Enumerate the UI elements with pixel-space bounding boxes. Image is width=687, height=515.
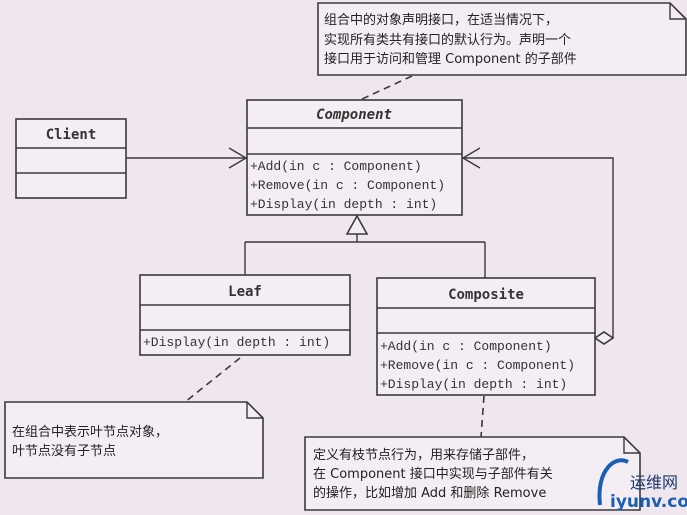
class-name: Composite: [448, 287, 524, 303]
component-note: 组合中的对象声明接口，在适当情况下， 实现所有类共有接口的默认行为。声明一个 接…: [317, 2, 687, 76]
class-name: Component: [316, 107, 392, 123]
note-line: 实现所有类共有接口的默认行为。声明一个: [324, 32, 571, 48]
operation: +Add(in c : Component): [250, 159, 422, 174]
association-arrow: [126, 147, 248, 169]
class-client: Client: [15, 118, 127, 199]
watermark-cn: 运维网: [630, 473, 678, 492]
aggregation-arrow: [461, 147, 615, 345]
note-anchor-line: [480, 395, 485, 438]
note-anchor-line: [184, 357, 241, 403]
note-anchor-line: [359, 75, 413, 101]
watermark-logo: 运维网 iyunv.com: [597, 458, 687, 512]
aggregation-diamond-icon: [593, 331, 615, 345]
operation: +Display(in depth : int): [143, 335, 330, 350]
note-line: 在 Component 接口中实现与子部件有关: [313, 466, 553, 482]
note-line: 组合中的对象声明接口，在适当情况下，: [324, 12, 558, 28]
class-name: Leaf: [228, 284, 262, 300]
class-name: Client: [46, 127, 97, 143]
class-leaf: Leaf +Display(in depth : int): [139, 274, 351, 356]
operation: +Remove(in c : Component): [250, 178, 445, 193]
operation: +Display(in depth : int): [380, 377, 567, 392]
composite-note: 定义有枝节点行为，用来存储子部件， 在 Component 接口中实现与子部件有…: [304, 436, 641, 511]
note-line: 接口用于访问和管理 Component 的子部件: [324, 51, 577, 67]
operation: +Add(in c : Component): [380, 339, 552, 354]
watermark-en: iyunv.com: [610, 492, 687, 512]
note-line: 叶节点没有子节点: [12, 444, 116, 459]
watermark-swoosh-icon: [597, 458, 629, 506]
generalization-arrow: [244, 214, 486, 278]
leaf-note: 在组合中表示叶节点对象， 叶节点没有子节点: [4, 401, 264, 479]
class-composite: Composite +Add(in c : Component) +Remove…: [376, 277, 596, 396]
operation: +Display(in depth : int): [250, 197, 437, 212]
note-line: 的操作，比如增加 Add 和删除 Remove: [313, 485, 546, 501]
inheritance-triangle-icon: [345, 214, 369, 235]
class-component: Component +Add(in c : Component) +Remove…: [246, 99, 463, 216]
operation: +Remove(in c : Component): [380, 358, 575, 373]
note-line: 在组合中表示叶节点对象，: [12, 425, 168, 440]
note-line: 定义有枝节点行为，用来存储子部件，: [313, 448, 534, 463]
